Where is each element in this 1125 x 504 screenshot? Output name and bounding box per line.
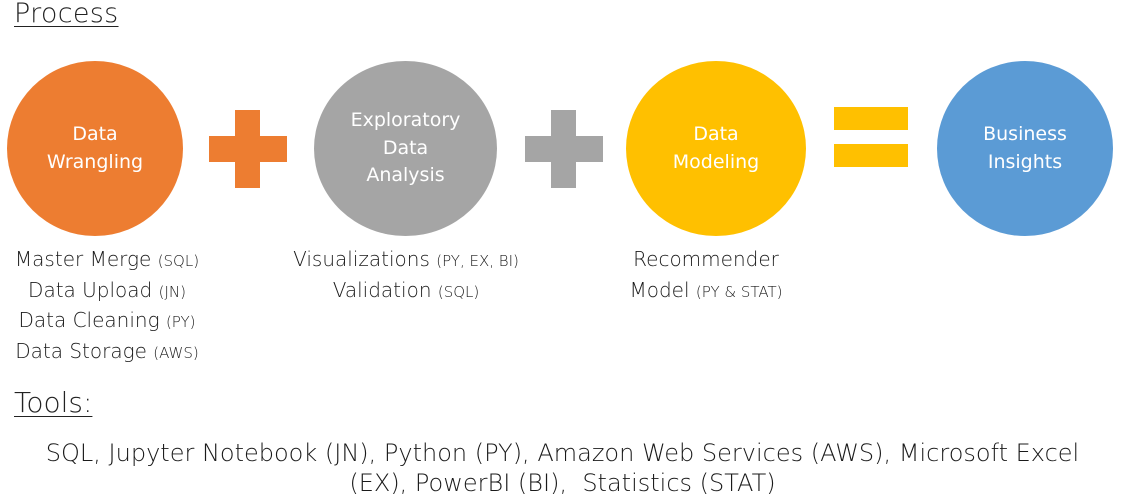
stage-business-insights: Business Insights [937, 61, 1113, 236]
detail-item: Data Cleaning (PY) [18, 308, 196, 332]
detail-item: Data Upload (JN) [28, 277, 186, 302]
plus-icon-horizontal-bar [525, 136, 603, 162]
equals-icon [834, 107, 908, 167]
stage-exploratory-data-analysis: Exploratory Data Analysis [314, 61, 497, 236]
stage-label-line: Data [382, 136, 429, 159]
tools-line: SQL, Jupyter Notebook (JN), Python (PY),… [45, 439, 1080, 467]
stage-label-line: Wrangling [46, 150, 144, 173]
page-title: Process [14, 0, 119, 29]
stage-label-line: Business [983, 122, 1067, 145]
detail-item: Visualizations (PY, EX, BI) [293, 247, 519, 271]
detail-item: Model (PY & STAT) [629, 277, 783, 302]
equals-icon-bottom-bar [834, 144, 908, 167]
tools-line: (EX), PowerBI (BI), Statistics (STAT) [349, 469, 776, 497]
plus-icon [209, 110, 287, 188]
plus-icon-horizontal-bar [209, 136, 287, 162]
tools-heading: Tools: [14, 386, 93, 419]
stage-label-line: Insights [987, 150, 1063, 173]
detail-item: Recommender [633, 247, 779, 271]
equals-icon-top-bar [834, 107, 908, 130]
stage-label-line: Data [72, 122, 118, 145]
stage-label-line: Data [693, 122, 739, 145]
stage-data-wrangling: Data Wrangling [7, 61, 183, 236]
detail-item: Data Storage (AWS) [15, 338, 199, 363]
stage-data-modeling: Data Modeling [626, 61, 806, 236]
detail-item: Validation (SQL) [332, 277, 480, 302]
stage-label-line: Exploratory [350, 109, 461, 132]
stage-label-line: Analysis [366, 164, 445, 187]
detail-item: Master Merge (SQL) [14, 247, 200, 271]
details-data-wrangling: Master Merge (SQL) Data Upload (JN) Data… [0, 245, 214, 367]
details-exploratory-data-analysis: Visualizations (PY, EX, BI) Validation (… [276, 245, 536, 306]
details-data-modeling: Recommender Model (PY & STAT) [606, 245, 806, 306]
plus-icon [525, 110, 603, 188]
tools-list: SQL, Jupyter Notebook (JN), Python (PY),… [0, 438, 1125, 498]
stage-label-line: Modeling [672, 150, 760, 173]
